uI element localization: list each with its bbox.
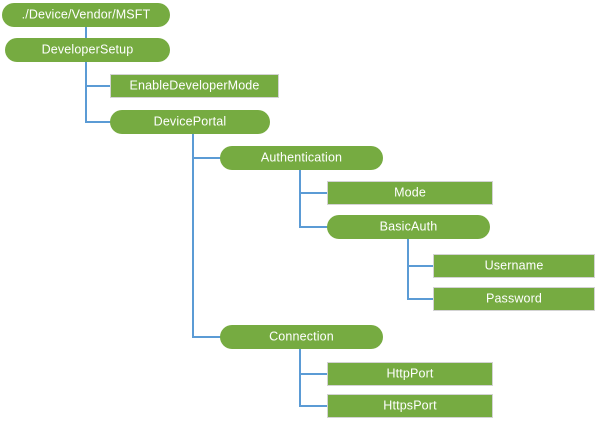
node-httpsport[interactable]: HttpsPort <box>327 394 493 418</box>
node-mode[interactable]: Mode <box>327 181 493 205</box>
node-connection[interactable]: Connection <box>220 325 383 349</box>
node-username[interactable]: Username <box>433 254 595 278</box>
node-basicauth[interactable]: BasicAuth <box>327 215 490 239</box>
node-deviceportal[interactable]: DevicePortal <box>110 110 270 134</box>
node-label-username: Username <box>484 258 544 273</box>
node-label-authentication: Authentication <box>260 150 343 165</box>
node-label-connection: Connection <box>269 329 334 344</box>
node-developersetup[interactable]: DeveloperSetup <box>5 38 170 62</box>
node-label-basicauth: BasicAuth <box>379 219 438 234</box>
node-root[interactable]: ./Device/Vendor/MSFT <box>2 3 170 27</box>
node-label-mode: Mode <box>394 185 426 200</box>
node-authentication[interactable]: Authentication <box>220 146 383 170</box>
node-password[interactable]: Password <box>433 287 595 311</box>
node-enabledevelopermode[interactable]: EnableDeveloperMode <box>110 74 279 98</box>
node-label-httpport: HttpPort <box>386 366 434 381</box>
node-httpport[interactable]: HttpPort <box>327 362 493 386</box>
node-label-developersetup: DeveloperSetup <box>41 42 134 57</box>
node-label-httpsport: HttpsPort <box>383 398 437 413</box>
node-label-password: Password <box>485 291 543 306</box>
node-label-enabledevelopermode: EnableDeveloperMode <box>129 78 260 93</box>
node-label-deviceportal: DevicePortal <box>153 114 227 129</box>
node-label-root: ./Device/Vendor/MSFT <box>21 7 151 22</box>
